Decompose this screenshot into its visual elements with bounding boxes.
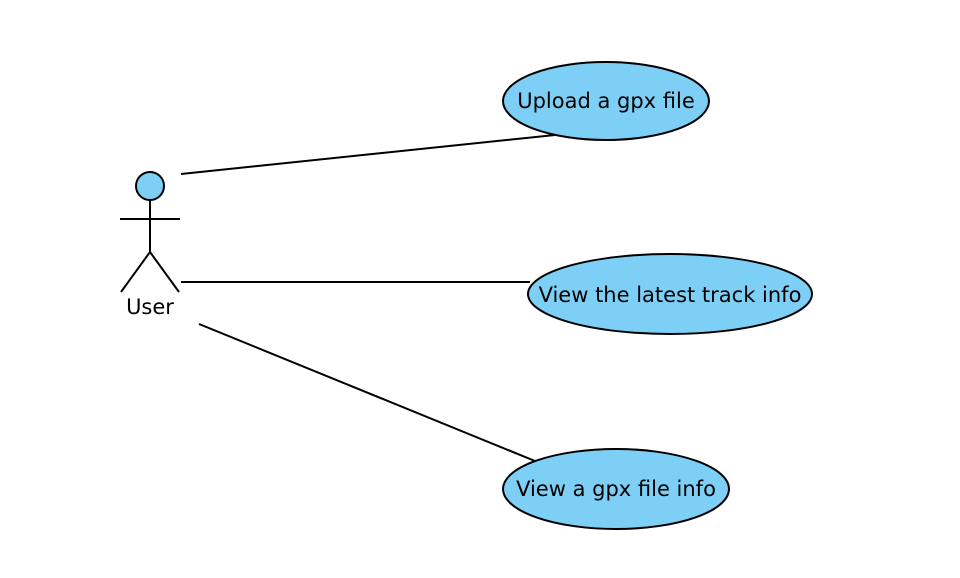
actor-user[interactable]: User xyxy=(120,171,180,319)
use-case-ellipse xyxy=(502,448,730,530)
stick-figure-icon xyxy=(120,171,180,293)
association-line-gpxinfo xyxy=(198,323,536,462)
use-case-label: View a gpx file info xyxy=(516,477,716,501)
actor-right-leg xyxy=(149,251,180,293)
actor-label: User xyxy=(126,295,174,319)
use-case-label: Upload a gpx file xyxy=(517,89,695,113)
actor-left-leg xyxy=(120,251,151,293)
actor-head xyxy=(135,171,165,201)
use-case-gpx-file-info[interactable]: View a gpx file info xyxy=(502,448,730,530)
use-case-latest-track[interactable]: View the latest track info xyxy=(527,253,813,335)
use-case-label: View the latest track info xyxy=(539,283,802,307)
association-line-upload xyxy=(180,134,556,175)
use-case-upload[interactable]: Upload a gpx file xyxy=(502,61,710,141)
use-case-ellipse xyxy=(502,61,710,141)
use-case-ellipse xyxy=(527,253,813,335)
